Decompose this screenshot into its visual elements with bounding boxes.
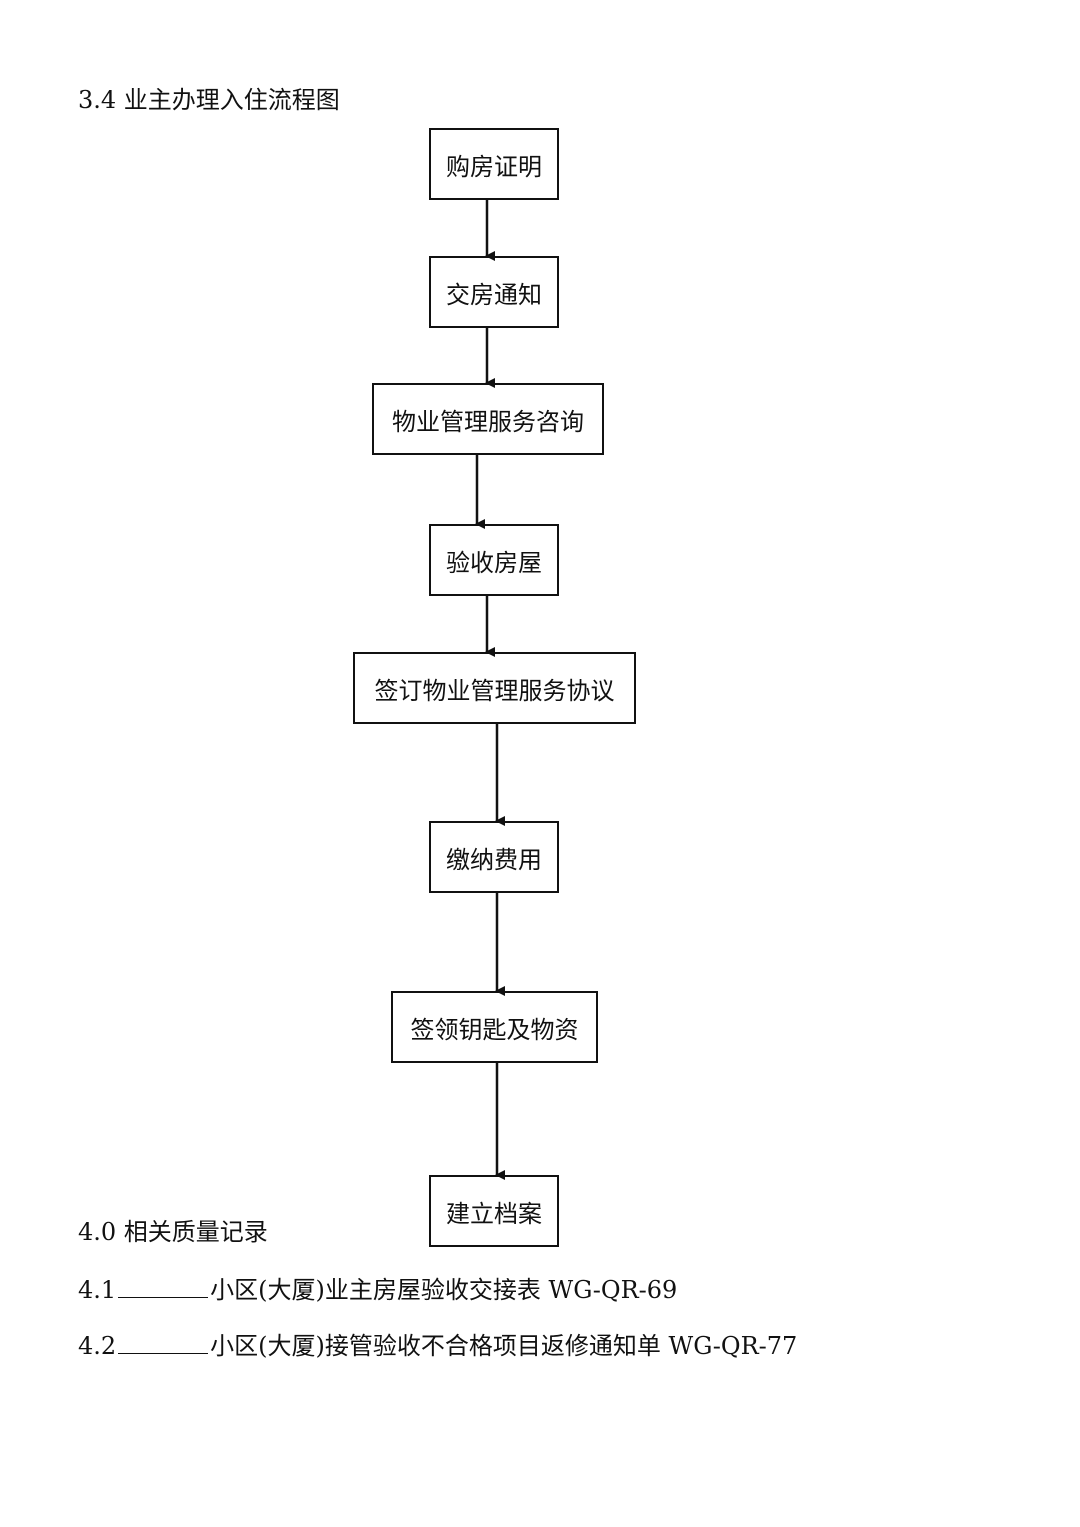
record-text: 小区(大厦)业主房屋验收交接表 WG-QR-69	[210, 1276, 678, 1304]
section-title: 3.4 业主办理入住流程图	[78, 86, 340, 114]
step-create-file: 建立档案	[429, 1175, 559, 1247]
step-house-inspection: 验收房屋	[429, 524, 559, 596]
step-collect-keys: 签领钥匙及物资	[391, 991, 598, 1063]
record-item: 4.1 小区(大厦)业主房屋验收交接表 WG-QR-69	[78, 1275, 677, 1305]
step-service-consultation: 物业管理服务咨询	[372, 383, 604, 455]
record-text: 小区(大厦)接管验收不合格项目返修通知单 WG-QR-77	[210, 1332, 798, 1360]
records-title: 4.0 相关质量记录	[78, 1218, 268, 1246]
record-item: 4.2 小区(大厦)接管验收不合格项目返修通知单 WG-QR-77	[78, 1331, 797, 1361]
record-number: 4.2	[78, 1332, 117, 1360]
step-sign-agreement: 签订物业管理服务协议	[353, 652, 636, 724]
step-pay-fees: 缴纳费用	[429, 821, 559, 893]
blank-line	[118, 1333, 209, 1354]
step-purchase-proof: 购房证明	[429, 128, 559, 200]
record-number: 4.1	[78, 1276, 117, 1304]
blank-line	[118, 1277, 209, 1298]
